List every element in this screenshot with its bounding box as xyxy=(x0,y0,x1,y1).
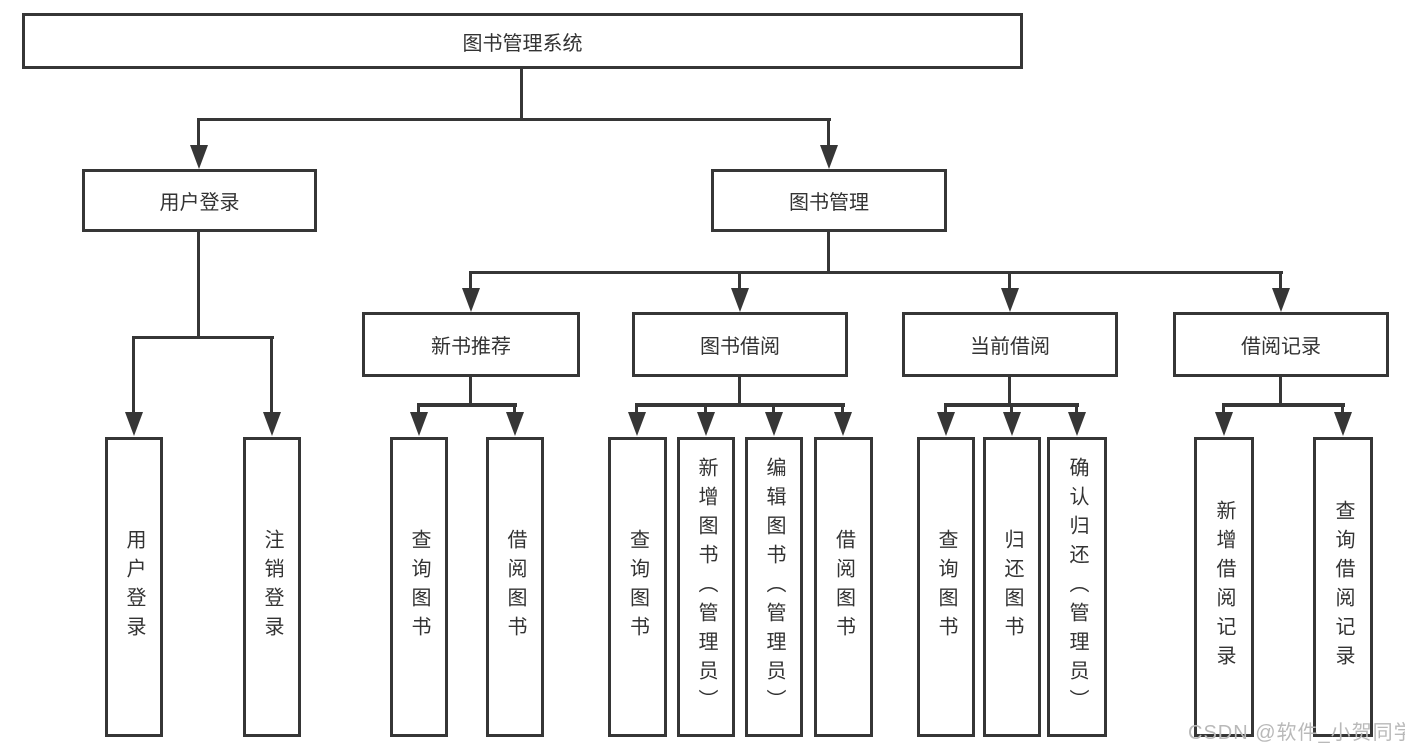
node-root-label: 图书管理系统 xyxy=(462,32,583,55)
leaf-bb-add-book-admin-label: 新增图书（管理员） xyxy=(695,456,717,718)
connector-leaf-drop xyxy=(417,403,420,415)
node-borrow-records-label: 借阅记录 xyxy=(1241,336,1321,358)
connector-records-stem xyxy=(1279,377,1282,407)
connector-leaf-drop xyxy=(635,403,638,415)
node-book-borrow: 图书借阅 xyxy=(632,312,848,377)
node-user-login-label: 用户登录 xyxy=(159,192,240,214)
leaf-cb-query-books: 查询图书 xyxy=(917,437,975,737)
leaf-cb-confirm-return-admin-label: 确认归还（管理员） xyxy=(1066,456,1088,718)
leaf-logout-login: 注销登录 xyxy=(243,437,301,737)
arrow-down-leaf xyxy=(410,412,428,436)
arrow-down-leaf xyxy=(1003,412,1021,436)
leaf-nbr-borrow-books: 借阅图书 xyxy=(486,437,544,737)
leaf-nbr-query-books-label: 查询图书 xyxy=(408,529,430,645)
connector-leaf-drop xyxy=(1222,403,1225,415)
node-borrow-records: 借阅记录 xyxy=(1173,312,1389,377)
leaf-cb-return-books-label: 归还图书 xyxy=(1001,529,1023,645)
arrow-down-leaf xyxy=(765,412,783,436)
leaf-br-add-borrow-record: 新增借阅记录 xyxy=(1194,437,1254,737)
connector-leaf-drop xyxy=(704,403,707,415)
node-root: 图书管理系统 xyxy=(22,13,1023,69)
leaf-cb-query-books-label: 查询图书 xyxy=(935,529,957,645)
connector-leaf-drop xyxy=(944,403,947,415)
connector-leaf-drop xyxy=(772,403,775,415)
connector-leaf-logout-drop xyxy=(270,336,273,414)
connector-root-stem xyxy=(520,69,523,121)
connector-records-leaf-bar xyxy=(1222,403,1345,407)
arrow-down-leaf xyxy=(506,412,524,436)
node-user-login: 用户登录 xyxy=(82,169,317,232)
connector-newbook-drop xyxy=(469,271,472,291)
node-new-book-recommend-label: 新书推荐 xyxy=(431,336,511,358)
connector-leaf-login-drop xyxy=(132,336,135,414)
node-new-book-recommend: 新书推荐 xyxy=(362,312,580,377)
connector-borrow-drop xyxy=(738,271,741,291)
connector-borrow-stem xyxy=(738,377,741,407)
leaf-bb-borrow-books: 借阅图书 xyxy=(814,437,873,737)
leaf-cb-confirm-return-admin: 确认归还（管理员） xyxy=(1047,437,1107,737)
leaf-nbr-query-books: 查询图书 xyxy=(390,437,448,737)
connector-newbook-leaf-bar xyxy=(417,403,517,407)
arrow-down-user-login xyxy=(190,145,208,169)
connector-user-login-bar xyxy=(132,336,274,339)
leaf-bb-borrow-books-label: 借阅图书 xyxy=(832,529,855,645)
connector-leaf-drop xyxy=(1010,403,1013,415)
arrow-down-leaf xyxy=(1068,412,1086,436)
node-current-borrow: 当前借阅 xyxy=(902,312,1118,377)
leaf-user-login: 用户登录 xyxy=(105,437,163,737)
connector-leaf-drop xyxy=(513,403,516,415)
connector-book-mgmt-drop xyxy=(827,118,830,147)
node-book-management-label: 图书管理 xyxy=(789,192,869,214)
arrow-down-leaf xyxy=(1215,412,1233,436)
connector-leaf-drop xyxy=(1341,403,1344,415)
connector-level2-bar xyxy=(197,118,831,121)
arrow-down-borrow xyxy=(731,288,749,312)
node-current-borrow-label: 当前借阅 xyxy=(970,336,1050,358)
leaf-nbr-borrow-books-label: 借阅图书 xyxy=(504,529,526,645)
arrow-down-leaf xyxy=(1334,412,1352,436)
arrow-down-records xyxy=(1272,288,1290,312)
connector-leaf-drop xyxy=(841,403,844,415)
connector-leaf-drop xyxy=(1075,403,1078,415)
connector-level3-bar xyxy=(469,271,1283,274)
leaf-bb-query-books-label: 查询图书 xyxy=(626,529,649,645)
connector-current-drop xyxy=(1008,271,1011,291)
node-book-borrow-label: 图书借阅 xyxy=(700,336,780,358)
leaf-bb-edit-book-admin-label: 编辑图书（管理员） xyxy=(763,456,785,718)
arrow-down-book-mgmt xyxy=(820,145,838,169)
leaf-logout-login-label: 注销登录 xyxy=(261,529,283,645)
connector-current-stem xyxy=(1008,377,1011,407)
leaf-cb-return-books: 归还图书 xyxy=(983,437,1041,737)
leaf-br-query-borrow-record: 查询借阅记录 xyxy=(1313,437,1373,737)
arrow-down-leaf xyxy=(628,412,646,436)
leaf-bb-add-book-admin: 新增图书（管理员） xyxy=(677,437,735,737)
arrow-down-leaf-login xyxy=(125,412,143,436)
node-book-management: 图书管理 xyxy=(711,169,947,232)
connector-user-login-drop xyxy=(197,118,200,147)
arrow-down-leaf xyxy=(834,412,852,436)
leaf-br-query-borrow-record-label: 查询借阅记录 xyxy=(1332,500,1354,674)
arrow-down-current xyxy=(1001,288,1019,312)
connector-borrow-leaf-bar xyxy=(635,403,845,407)
csdn-watermark: CSDN @软件_小贺同学 xyxy=(1188,722,1405,744)
connector-records-drop xyxy=(1279,271,1282,291)
leaf-bb-edit-book-admin: 编辑图书（管理员） xyxy=(745,437,803,737)
arrow-down-leaf xyxy=(697,412,715,436)
arrow-down-leaf-logout xyxy=(263,412,281,436)
connector-user-login-stem xyxy=(197,232,200,339)
leaf-br-add-borrow-record-label: 新增借阅记录 xyxy=(1213,500,1235,674)
connector-book-mgmt-stem xyxy=(827,232,830,274)
arrow-down-newbook xyxy=(462,288,480,312)
leaf-bb-query-books: 查询图书 xyxy=(608,437,667,737)
arrow-down-leaf xyxy=(937,412,955,436)
leaf-user-login-label: 用户登录 xyxy=(123,529,145,645)
connector-newbook-stem xyxy=(469,377,472,407)
